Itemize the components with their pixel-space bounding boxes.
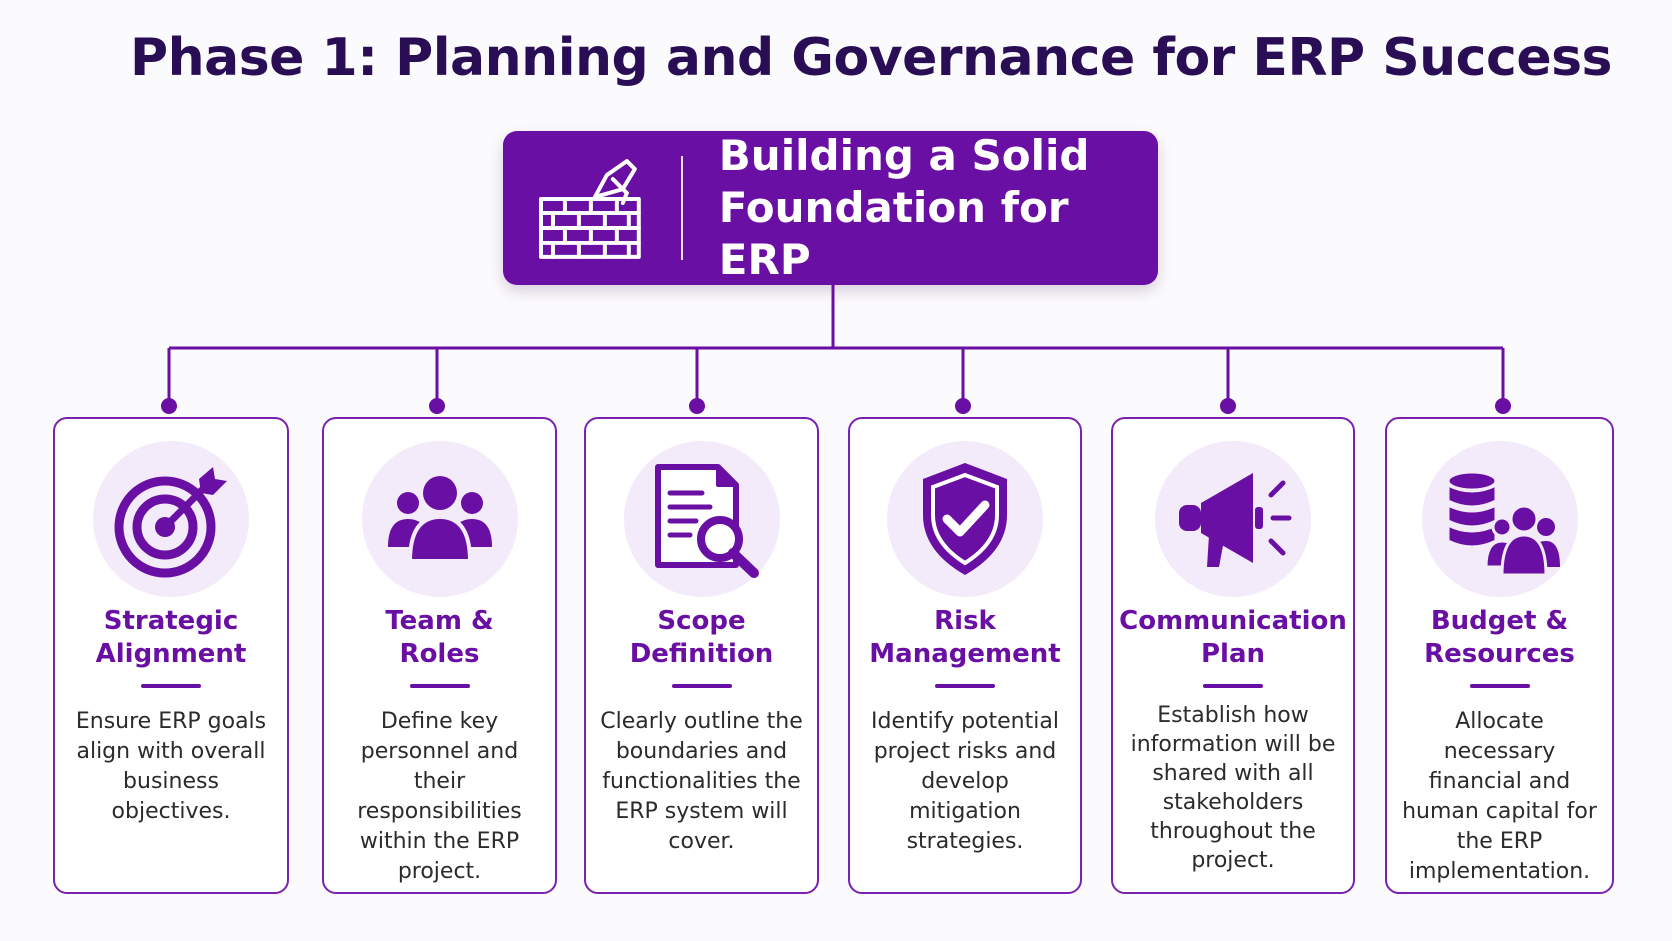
- card-underline: [935, 684, 995, 688]
- card-scope-definition: Scope Definition Clearly outline the bou…: [584, 417, 819, 894]
- card-title: Strategic Alignment: [95, 606, 247, 669]
- card-underline: [409, 684, 470, 688]
- card-underline: [1469, 684, 1530, 688]
- card-strategic-alignment: Strategic Alignment Ensure ERP goals ali…: [53, 417, 289, 894]
- card-title: Communication Plan: [1119, 606, 1347, 669]
- shield-check-icon: [923, 463, 1007, 575]
- hero-title: Building a Solid Foundation for ERP: [718, 131, 1090, 284]
- card-title: Team & Roles: [385, 606, 494, 669]
- card-title: Risk Management: [869, 606, 1061, 669]
- card-description: Establish how information will be shared…: [1130, 703, 1336, 873]
- document-magnifier-icon: [654, 464, 759, 578]
- card-underline: [1203, 684, 1263, 688]
- database-people-icon: [1446, 470, 1560, 577]
- card-description: Identify potential project risks and dev…: [871, 709, 1059, 854]
- card-underline: [671, 684, 732, 688]
- target-arrow-icon: [114, 467, 227, 578]
- card-description: Ensure ERP goals align with overall busi…: [75, 709, 267, 824]
- card-team-roles: Team & Roles Define key personnel and th…: [322, 417, 557, 894]
- card-title: Scope Definition: [629, 606, 774, 669]
- hero-divider: [680, 156, 683, 260]
- card-budget-resources: Budget & Resources Allocate necessary fi…: [1385, 417, 1614, 894]
- card-risk-management: Risk Management Identify potential proje…: [848, 417, 1082, 894]
- card-description: Allocate necessary financial and human c…: [1402, 709, 1597, 884]
- megaphone-icon: [1179, 473, 1292, 567]
- brick-wall-trowel-icon: [538, 159, 641, 259]
- page-title: Phase 1: Planning and Governance for ERP…: [130, 28, 1613, 88]
- card-title: Budget & Resources: [1424, 606, 1575, 669]
- card-description: Define key personnel and their responsib…: [357, 709, 522, 884]
- card-communication-plan: Communication Plan Establish how informa…: [1111, 417, 1355, 894]
- card-underline: [141, 684, 201, 688]
- card-description: Clearly outline the boundaries and funct…: [600, 709, 803, 854]
- hero-box: Building a Solid Foundation for ERP: [503, 131, 1158, 285]
- team-group-icon: [387, 476, 492, 563]
